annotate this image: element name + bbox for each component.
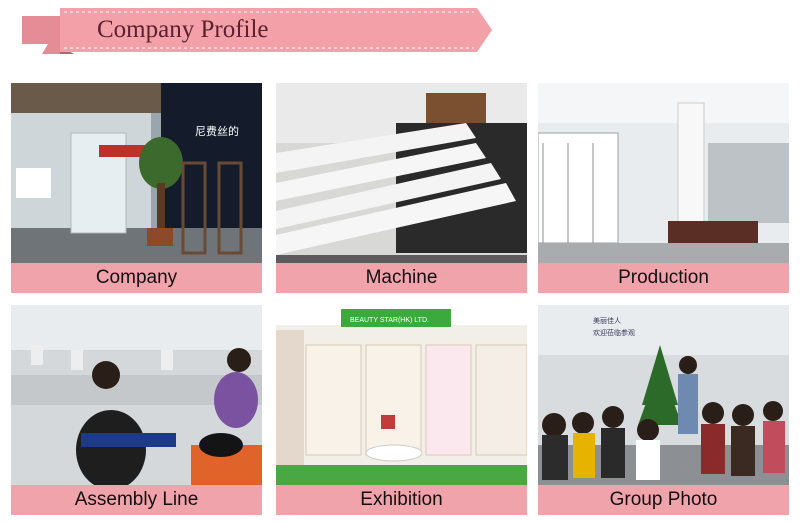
tile-caption: Company <box>11 263 262 293</box>
exhibition-photo: BEAUTY STAR(HK) LTD. <box>276 305 527 485</box>
ribbon-shape <box>22 8 492 54</box>
tile-caption: Group Photo <box>538 485 789 515</box>
tile-production[interactable]: Production <box>538 83 789 293</box>
company-photo: 尼费丝的 <box>11 83 262 263</box>
tile-caption: Exhibition <box>276 485 527 515</box>
group-sign-line2: 欢迎莅临参观 <box>593 328 635 337</box>
group-sign-line1: 美丽佳人 <box>593 316 621 325</box>
tile-caption: Production <box>538 263 789 293</box>
machine-photo <box>276 83 527 263</box>
assembly-line-photo <box>11 305 262 485</box>
tile-machine[interactable]: Machine <box>276 83 527 293</box>
exhibition-sign: BEAUTY STAR(HK) LTD. <box>350 317 429 324</box>
tile-exhibition[interactable]: BEAUTY STAR(HK) LTD. Exhibition <box>276 305 527 515</box>
tile-company[interactable]: 尼费丝的 Company <box>11 83 262 293</box>
production-photo <box>538 83 789 263</box>
group-photo: 美丽佳人 欢迎莅临参观 <box>538 305 789 485</box>
tile-caption: Machine <box>276 263 527 293</box>
tile-group-photo[interactable]: 美丽佳人 欢迎莅临参观 Group Photo <box>538 305 789 515</box>
page-title: Company Profile <box>97 16 269 43</box>
tile-caption: Assembly Line <box>11 485 262 515</box>
tile-assembly-line[interactable]: Assembly Line <box>11 305 262 515</box>
header-banner: Company Profile <box>22 8 492 54</box>
company-sign: 尼费丝的 <box>195 124 239 138</box>
